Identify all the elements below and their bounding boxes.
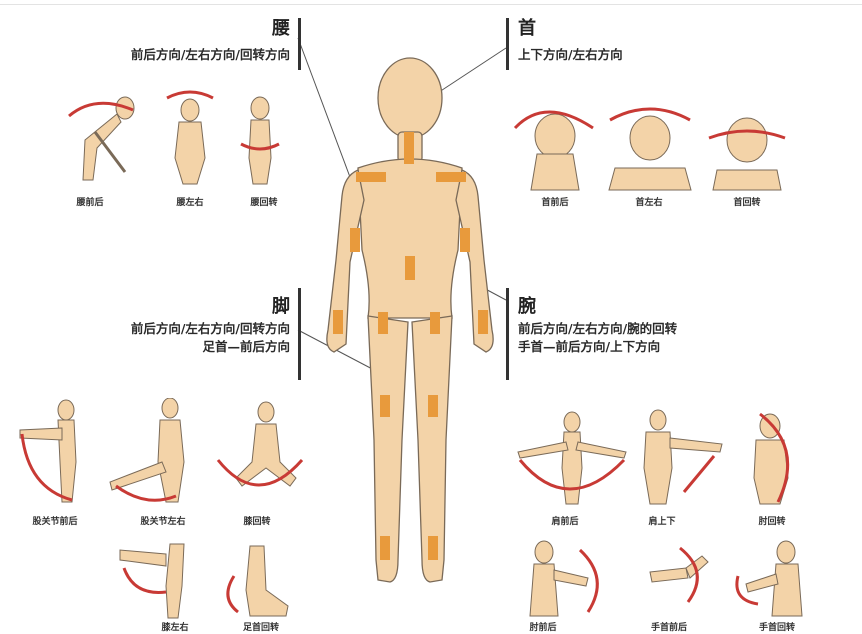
waist-bar bbox=[298, 18, 301, 70]
wrist-line-1: 前后方向/左右方向/腕的回转 bbox=[518, 318, 677, 337]
neck-line-1: 上下方向/左右方向 bbox=[518, 44, 623, 63]
neck-bar bbox=[506, 18, 509, 70]
wrist-title: 腕 bbox=[518, 292, 536, 318]
caption-waist-3: 腰回转 bbox=[229, 195, 299, 208]
caption-waist-1: 腰前后 bbox=[55, 195, 125, 208]
leg-line-1: 前后方向/左右方向/回转方向 bbox=[131, 318, 290, 337]
leg-title: 脚 bbox=[272, 292, 290, 318]
waist-figures bbox=[55, 80, 295, 200]
caption-leg-top-2: 股关节左右 bbox=[128, 514, 198, 527]
caption-arm-top-3: 肘回转 bbox=[737, 514, 807, 527]
caption-neck-1: 首前后 bbox=[520, 195, 590, 208]
caption-arm-top-2: 肩上下 bbox=[627, 514, 697, 527]
caption-leg-top-1: 股关节前后 bbox=[20, 514, 90, 527]
leg-figures-bottom bbox=[110, 540, 300, 620]
caption-neck-2: 首左右 bbox=[614, 195, 684, 208]
caption-leg-bottom-1: 膝左右 bbox=[140, 620, 210, 633]
caption-arm-bottom-3: 手首回转 bbox=[742, 620, 812, 633]
leg-line-2: 足首—前后方向 bbox=[202, 336, 290, 355]
caption-waist-2: 腰左右 bbox=[155, 195, 225, 208]
wrist-bar bbox=[506, 288, 509, 380]
caption-arm-bottom-2: 手首前后 bbox=[634, 620, 704, 633]
caption-arm-top-1: 肩前后 bbox=[530, 514, 600, 527]
arm-figures-top bbox=[508, 408, 808, 508]
neck-figures bbox=[505, 98, 795, 198]
caption-leg-top-3: 膝回转 bbox=[222, 514, 292, 527]
caption-neck-3: 首回转 bbox=[712, 195, 782, 208]
waist-line-1: 前后方向/左右方向/回转方向 bbox=[131, 44, 290, 63]
wrist-line-2: 手首—前后方向/上下方向 bbox=[518, 336, 660, 355]
waist-title: 腰 bbox=[272, 14, 290, 40]
leg-bar bbox=[298, 288, 301, 380]
leg-figures-top bbox=[8, 398, 308, 508]
arm-figures-bottom bbox=[510, 538, 810, 618]
caption-arm-bottom-1: 肘前后 bbox=[508, 620, 578, 633]
caption-leg-bottom-2: 足首回转 bbox=[226, 620, 296, 633]
neck-title: 首 bbox=[518, 14, 536, 40]
